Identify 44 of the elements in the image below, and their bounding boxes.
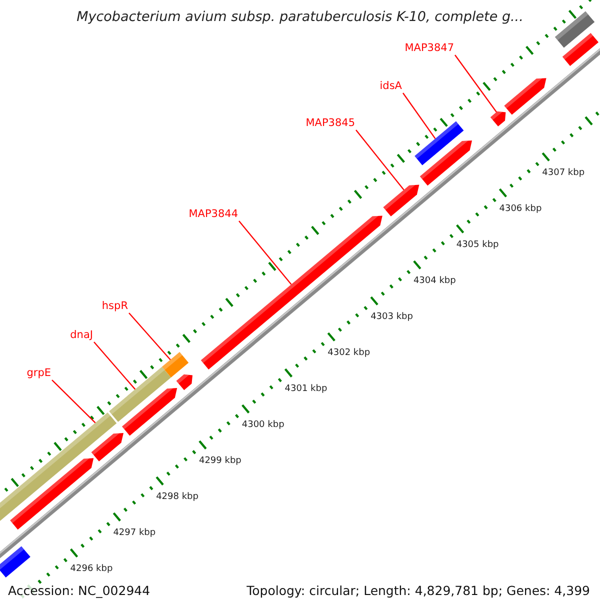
gene-label: MAP3847 (404, 42, 455, 55)
leader-line (52, 380, 96, 424)
gene-label: MAP3844 (188, 208, 239, 221)
gene-bar (176, 374, 192, 390)
leader-line (402, 92, 436, 140)
gene-bar (562, 33, 598, 66)
gene-bar (91, 433, 124, 462)
accession-text: Accession: NC_002944 (8, 584, 150, 598)
topology-text: Topology: circular; Length: 4,829,781 bp; Genes: 4,399 (246, 584, 590, 598)
gene-bar (383, 184, 420, 216)
leader-line (238, 220, 292, 285)
scale-label: 4296 kbp (70, 564, 113, 574)
gene-bar (10, 458, 94, 530)
scale-label: 4300 kbp (242, 420, 284, 430)
gene-label: dnaJ (70, 329, 94, 342)
gene-bar (162, 352, 189, 378)
scale-label: 4304 kbp (413, 276, 456, 286)
gene-bar (504, 78, 546, 115)
leader-line (94, 342, 136, 390)
scale-label: 4305 kbp (456, 240, 499, 250)
scale-label: 4302 kbp (328, 348, 370, 358)
scale-label: 4307 kbp (542, 168, 585, 178)
gene-label: hspR (102, 300, 129, 313)
scale-label: 4298 kbp (156, 492, 198, 502)
gene-bar (554, 11, 595, 48)
gene-bar (122, 388, 178, 436)
gene-label: MAP3845 (306, 117, 356, 130)
gene-bar (414, 121, 464, 166)
gene-label: idsA (380, 80, 403, 93)
gene-bar (109, 366, 171, 422)
leader-line (356, 130, 404, 190)
gene-label: grpE (26, 367, 52, 380)
leader-line (128, 312, 171, 360)
scale-label: 4297 kbp (113, 528, 156, 538)
scale-label: 4301 kbp (284, 384, 328, 394)
gene-bar (420, 140, 472, 186)
gene-bar (0, 412, 117, 521)
scale-label: 4299 kbp (198, 456, 242, 466)
gene-bar (0, 546, 30, 578)
diagram-title: Mycobacterium avium subsp. paratuberculosis K-10, complete g... (76, 9, 524, 25)
scale-label: 4303 kbp (370, 312, 413, 322)
gene-bar (490, 111, 506, 126)
leader-line (454, 54, 498, 112)
scale-label: 4306 kbp (499, 204, 542, 214)
